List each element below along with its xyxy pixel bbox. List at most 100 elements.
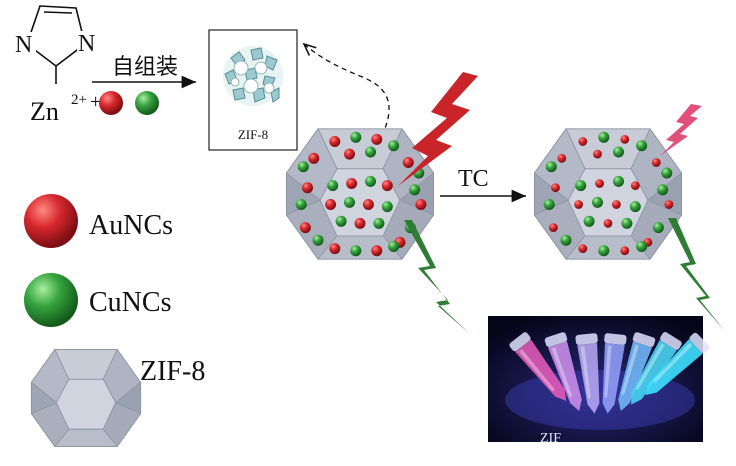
au-cluster-dot [329, 243, 341, 255]
cu-cluster-dot [373, 217, 385, 229]
cu-cluster-dot [327, 180, 339, 192]
cu-cluster-dot [661, 167, 673, 179]
tube-highlight [518, 349, 555, 392]
au-cluster-dot [612, 200, 621, 209]
au-cluster-dot [371, 133, 383, 145]
au-cluster-dot [415, 199, 427, 210]
au-cluster-dot [308, 152, 320, 164]
au-cluster-dot [595, 179, 604, 188]
green-emission-bolt [404, 220, 470, 334]
cu-cluster-dot [613, 146, 624, 158]
cu-cluster-dot [388, 140, 400, 152]
zn-charge: 2+ [71, 92, 87, 108]
dashed-return-arrow [304, 44, 390, 137]
tube-cap [509, 332, 531, 352]
framework-structure-image [223, 46, 283, 106]
tc-reaction-arrow: TC [440, 166, 526, 203]
cu-cluster-dot [636, 140, 648, 152]
cu-cluster-dot [344, 196, 355, 208]
au-cluster-dot [344, 148, 355, 160]
au-cluster-dot [593, 149, 602, 159]
cu-cluster-dot [636, 241, 648, 252]
tube [509, 332, 567, 401]
au-cluster-dot [299, 222, 311, 234]
au-cluster-dot [325, 199, 337, 210]
legend-cu-label: CuNCs [89, 287, 171, 318]
tube-body [515, 339, 567, 401]
au-cluster-dot [664, 200, 674, 209]
tube-cap [604, 333, 627, 345]
cu-cluster-dot [409, 184, 421, 196]
ligand-n-right: N [78, 31, 95, 57]
cu-cluster-dot [312, 234, 324, 246]
cu-cluster-dot [583, 215, 595, 227]
au-cluster-dot [557, 153, 567, 163]
tube-body [631, 339, 677, 405]
tube-highlight [635, 343, 665, 390]
legend-cu-ball [24, 273, 78, 327]
cu-cluster-dot [350, 131, 362, 143]
tube-row [509, 332, 710, 414]
au-cluster-dot [371, 245, 383, 257]
zn-label: Zn [30, 97, 59, 126]
cu-cluster-dot [613, 175, 624, 187]
tube-highlight [621, 344, 640, 396]
legend-zif-label: ZIF-8 [140, 356, 205, 387]
au-cluster-dot [302, 182, 313, 194]
legend-zif-crystal [30, 348, 142, 448]
au-cluster-dot [381, 180, 393, 192]
tube-cap [544, 332, 568, 348]
au-cluster-dot [551, 183, 560, 193]
cu-cluster-dot [598, 245, 610, 257]
tube-cap [689, 332, 710, 354]
tube [618, 332, 656, 411]
cu-cluster-dot [388, 241, 400, 252]
au-cluster-dot [620, 246, 630, 256]
photo-caption: ZIF [540, 431, 561, 446]
cu-cluster-dot [592, 196, 603, 208]
tube-body [618, 341, 652, 411]
legend: AuNCs CuNCs ZIF-8 [24, 194, 205, 448]
au-cluster-dot [620, 135, 630, 144]
cu-cluster-dot [365, 175, 376, 187]
loaded-zif-crystal [285, 128, 435, 260]
legend-au-label: AuNCs [89, 210, 173, 241]
cu-cluster-dot [629, 201, 641, 213]
cu-cluster-dot [543, 199, 555, 210]
cu-cluster-ball [135, 91, 159, 115]
cu-cluster-dot [335, 215, 347, 227]
tube-body [645, 339, 703, 396]
tube [631, 332, 682, 405]
tube [575, 333, 600, 414]
self-assembly-label: 自组装 [112, 55, 178, 80]
au-cluster-dot [354, 217, 366, 229]
au-cluster-dot [574, 200, 583, 209]
cu-cluster-dot [365, 146, 376, 158]
legend-au-ball [24, 194, 78, 248]
tube-body [548, 341, 582, 411]
tc-label: TC [458, 166, 489, 192]
zif-box-caption: ZIF-8 [238, 127, 268, 142]
tube [645, 332, 710, 396]
tube-highlight [580, 346, 591, 399]
zinc-and-clusters: Zn 2+ + [30, 91, 159, 126]
green-emission-bolt-right [668, 218, 724, 330]
au-cluster-dot [651, 158, 661, 167]
au-cluster-dot [362, 199, 374, 210]
au-cluster-dot [346, 178, 358, 189]
cu-cluster-dot [621, 217, 633, 229]
cu-cluster-dot [350, 245, 362, 257]
tube [544, 332, 582, 411]
crystal-face [53, 428, 119, 447]
cu-cluster-dot [297, 161, 309, 173]
au-cluster-dot [578, 244, 588, 253]
tube [602, 333, 627, 414]
red-emission-bolt [398, 72, 478, 186]
self-assembly-arrow: 自组装 [92, 55, 196, 89]
au-cluster-dot [603, 219, 613, 228]
tube-cap [575, 333, 598, 345]
cu-cluster-dot [652, 222, 664, 234]
imidazole-ligand: N N [14, 5, 99, 84]
pink-emission-bolt [660, 104, 702, 156]
